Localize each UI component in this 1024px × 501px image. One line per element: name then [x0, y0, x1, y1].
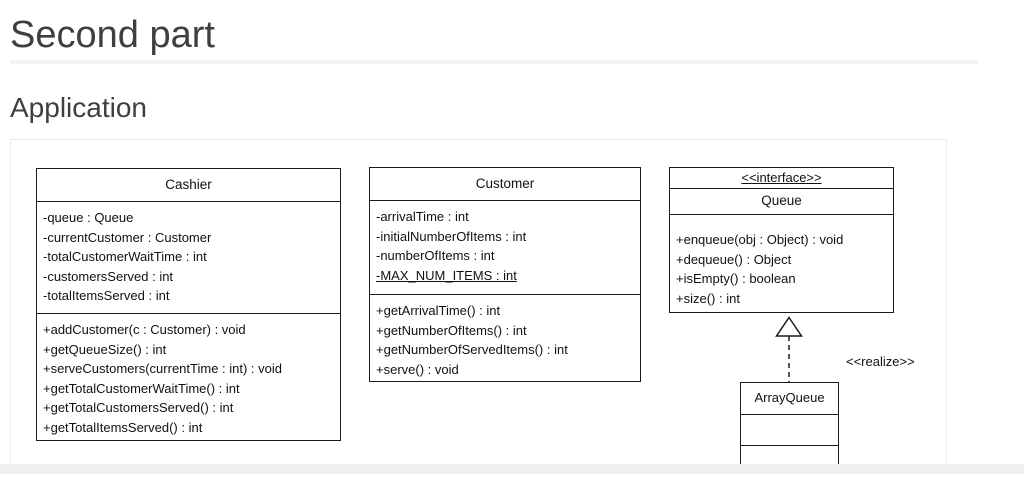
methods-compartment: +enqueue(obj : Object) : void +dequeue()…	[670, 215, 893, 308]
attribute-row: -queue : Queue	[43, 210, 134, 225]
class-title: Queue	[670, 189, 893, 215]
method-row: +getArrivalTime() : int	[376, 303, 501, 318]
uml-class-cashier: Cashier -queue : Queue -currentCustomer …	[36, 168, 341, 441]
uml-diagram-card: Cashier -queue : Queue -currentCustomer …	[10, 139, 947, 465]
method-row: +getQueueSize() : int	[43, 341, 167, 357]
attributes-compartment: -arrivalTime : int -initialNumberOfItems…	[370, 201, 640, 295]
title-divider	[10, 60, 978, 64]
realize-label: <<realize>>	[846, 354, 915, 369]
method-row: +getTotalCustomersServed() : int	[43, 400, 234, 416]
interface-stereotype: <<interface>>	[670, 168, 893, 189]
attribute-row: -initialNumberOfItems : int	[376, 228, 527, 244]
page-title: Second part	[10, 14, 215, 56]
attribute-row: -totalCustomerWaitTime : int	[43, 249, 207, 265]
method-row: +size() : int	[676, 290, 740, 306]
method-row: +isEmpty() : boolean	[676, 271, 796, 287]
attribute-row: -arrivalTime : int	[376, 209, 469, 224]
realization-arrow	[775, 316, 803, 383]
method-row: +getTotalItemsServed() : int	[43, 419, 203, 435]
method-row: +dequeue() : Object	[676, 251, 792, 267]
method-row: +enqueue(obj : Object) : void	[676, 232, 844, 247]
methods-compartment: +addCustomer(c : Customer) : void +getQu…	[37, 314, 340, 438]
class-title: Cashier	[37, 169, 340, 202]
attribute-row: -customersServed : int	[43, 268, 174, 284]
attribute-row: -numberOfItems : int	[376, 248, 495, 264]
uml-interface-queue: <<interface>> Queue +enqueue(obj : Objec…	[669, 167, 894, 313]
methods-compartment: +getArrivalTime() : int +getNumberOfItem…	[370, 295, 640, 379]
attribute-row: -totalItemsServed : int	[43, 288, 170, 304]
attribute-row-static: -MAX_NUM_ITEMS : int	[376, 267, 517, 283]
uml-class-customer: Customer -arrivalTime : int -initialNumb…	[369, 167, 641, 382]
method-row: +serveCustomers(currentTime : int) : voi…	[43, 361, 283, 377]
class-title: Customer	[370, 168, 640, 201]
class-title: ArrayQueue	[741, 383, 838, 415]
method-row: +getNumberOfItems() : int	[376, 322, 527, 338]
method-row: +serve() : void	[376, 361, 459, 377]
page-subtitle: Application	[10, 92, 147, 123]
bottom-page-divider	[0, 464, 1024, 474]
methods-compartment-empty	[741, 446, 838, 464]
attribute-row: -currentCustomer : Customer	[43, 229, 212, 245]
attributes-compartment: -queue : Queue -currentCustomer : Custom…	[37, 202, 340, 314]
method-row: +addCustomer(c : Customer) : void	[43, 322, 246, 337]
method-row: +getTotalCustomerWaitTime() : int	[43, 380, 240, 396]
method-row: +getNumberOfServedItems() : int	[376, 342, 568, 358]
attributes-compartment-empty	[741, 415, 838, 446]
uml-class-arrayqueue: ArrayQueue	[740, 382, 839, 464]
